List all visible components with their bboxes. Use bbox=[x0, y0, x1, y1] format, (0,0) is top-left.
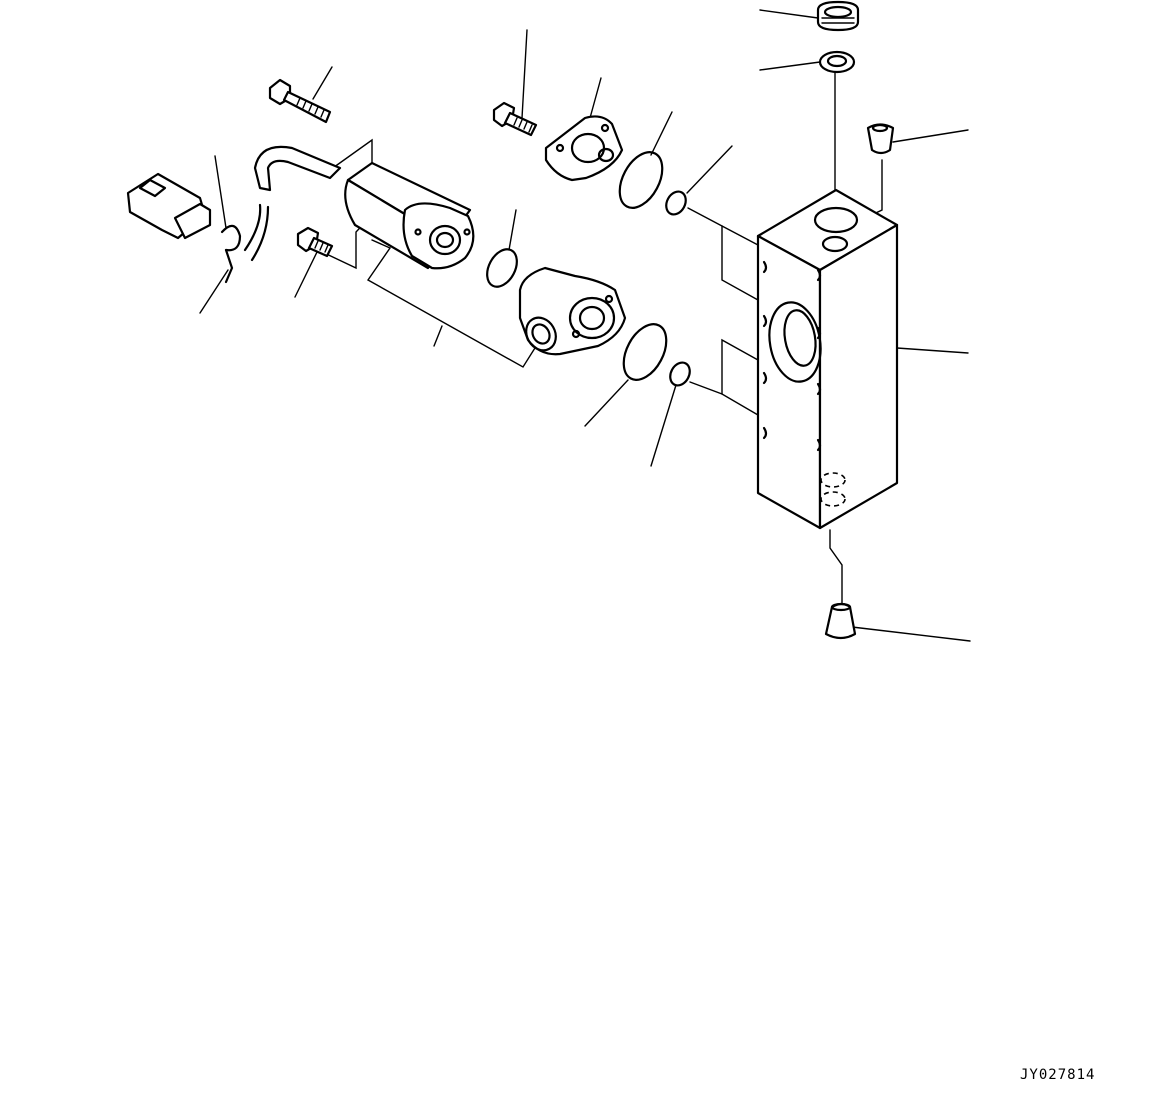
lower-valve-body bbox=[518, 266, 627, 356]
short-bolt bbox=[296, 226, 334, 258]
o-rings bbox=[486, 151, 691, 387]
valve-block bbox=[756, 188, 899, 530]
plug-cap bbox=[816, 0, 860, 32]
solenoid-cable bbox=[243, 145, 342, 262]
solenoid-coil bbox=[344, 161, 475, 270]
small-plug-bottom bbox=[824, 602, 857, 640]
small-plug-top bbox=[866, 123, 895, 155]
electrical-connector bbox=[126, 172, 242, 284]
upper-flange-cover bbox=[544, 115, 624, 182]
upper-bolt bbox=[492, 101, 538, 137]
long-bolt bbox=[268, 78, 332, 124]
seal-washer bbox=[818, 50, 856, 74]
drawing-code-label: JY027814 bbox=[1020, 1067, 1096, 1083]
